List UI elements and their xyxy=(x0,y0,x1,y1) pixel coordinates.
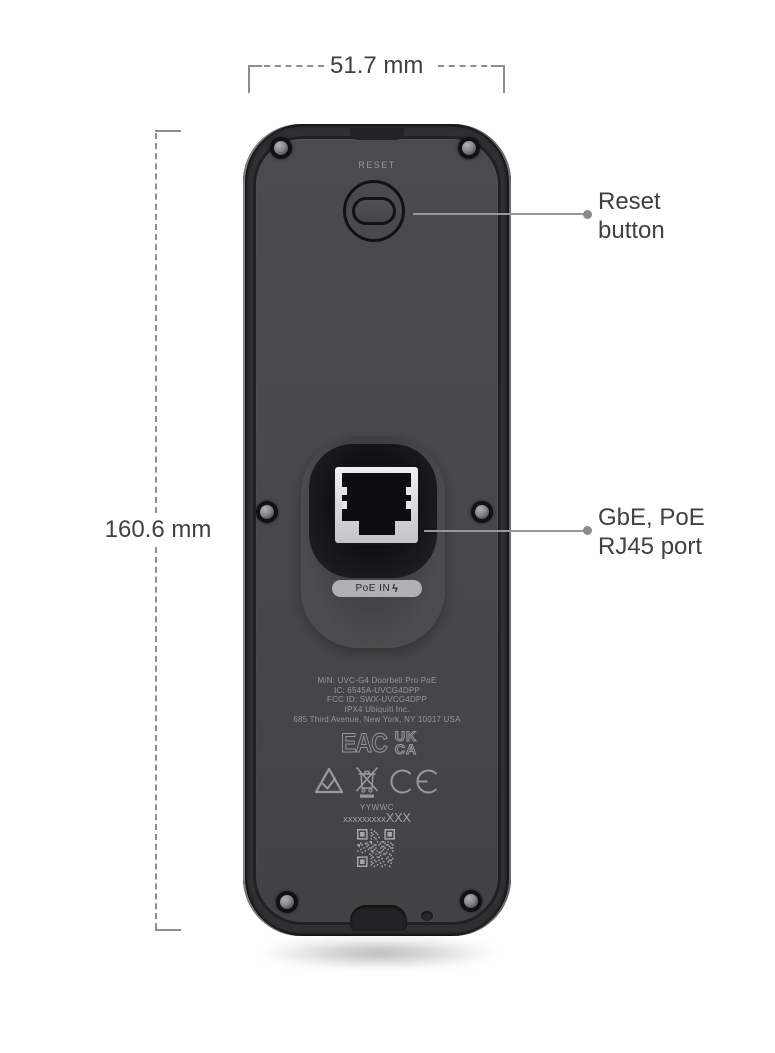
bottom-mount-notch xyxy=(350,905,407,931)
rj45-port[interactable] xyxy=(333,465,420,545)
ukca-ca: CA xyxy=(394,741,418,757)
device-shadow xyxy=(256,938,502,968)
certification-row-2 xyxy=(243,762,511,800)
screw-top-right xyxy=(458,137,480,159)
date-code: YYWWC xyxy=(359,803,395,812)
rj45-pin-guide xyxy=(406,501,411,509)
bottom-hole xyxy=(421,911,433,921)
poe-in-text: PoE IN xyxy=(355,583,391,594)
height-dim-tick-bottom xyxy=(155,929,181,931)
address-line: 685 Third Avenue, New York, NY 10017 USA xyxy=(293,714,461,724)
ukca-uk: UK xyxy=(394,728,418,744)
serial-upper: XXX xyxy=(385,811,411,825)
height-dim-label: 160.6 mm xyxy=(104,516,212,543)
port-leader-dot xyxy=(583,526,592,535)
model-line: M/N: UVC-G4 Doorbell Pro PoE xyxy=(317,676,437,685)
rj45-pin-guide xyxy=(342,501,347,509)
ce-mark-icon xyxy=(390,769,438,793)
eac-mark-icon: EAC xyxy=(340,728,389,758)
width-dim-dash-right xyxy=(438,65,498,67)
qr-code xyxy=(357,829,395,867)
serial-lower: xxxxxxxxx xyxy=(343,814,386,825)
reset-leader-line xyxy=(413,213,584,215)
height-dim-tick-top xyxy=(155,130,181,132)
width-dim-bracket-left xyxy=(248,65,262,93)
fcc-line: FCC ID: SWX-UVCG4DPP xyxy=(326,695,427,705)
ukca-mark-icon: UK CA xyxy=(394,728,418,757)
rj45-latch-slot xyxy=(358,519,395,535)
reset-button[interactable] xyxy=(343,180,405,242)
serial-placeholder: xxxxxxxxxXXX xyxy=(243,811,511,825)
port-callout-line1: GbE, PoE xyxy=(598,504,705,531)
ip-rating-line: IPX4 Ubiquiti Inc. xyxy=(344,705,410,715)
width-dim-bracket-right xyxy=(491,65,505,93)
weee-bin-icon xyxy=(355,766,379,798)
reset-leader-dot xyxy=(583,210,592,219)
port-leader-line xyxy=(424,530,584,532)
rcm-mark-icon xyxy=(314,767,344,794)
screw-mid-right xyxy=(471,501,493,523)
rj45-opening xyxy=(342,473,411,521)
port-callout-line2: RJ45 port xyxy=(598,533,703,560)
reset-callout-line2: button xyxy=(598,217,665,244)
screw-mid-left xyxy=(256,501,278,523)
regulatory-text: M/N: UVC-G4 Doorbell Pro PoE IC: 6545A-U… xyxy=(243,676,511,725)
rj45-pin-guide xyxy=(406,487,411,495)
port-callout: GbE, PoE RJ45 port xyxy=(598,503,705,561)
top-notch xyxy=(350,128,404,140)
screw-bottom-left xyxy=(276,891,298,913)
reset-engraving: RESET xyxy=(358,160,396,170)
screw-bottom-right xyxy=(460,890,482,912)
height-dim-dash-lower xyxy=(155,547,157,929)
ic-line: IC: 6545A-UVCG4DPP xyxy=(334,685,420,695)
poe-in-label: PoE IN ϟ xyxy=(332,580,422,597)
width-dim-dash-left xyxy=(264,65,324,67)
certification-row-1: EAC UK CA xyxy=(243,728,511,758)
height-dim-dash-upper xyxy=(155,133,157,513)
lightning-bolt-icon: ϟ xyxy=(392,582,399,595)
screw-top-left xyxy=(270,137,292,159)
reset-callout: Reset button xyxy=(598,187,665,245)
width-dim-label: 51.7 mm xyxy=(330,52,424,79)
reset-callout-line1: Reset xyxy=(598,188,661,215)
rj45-pin-guide xyxy=(342,487,347,495)
